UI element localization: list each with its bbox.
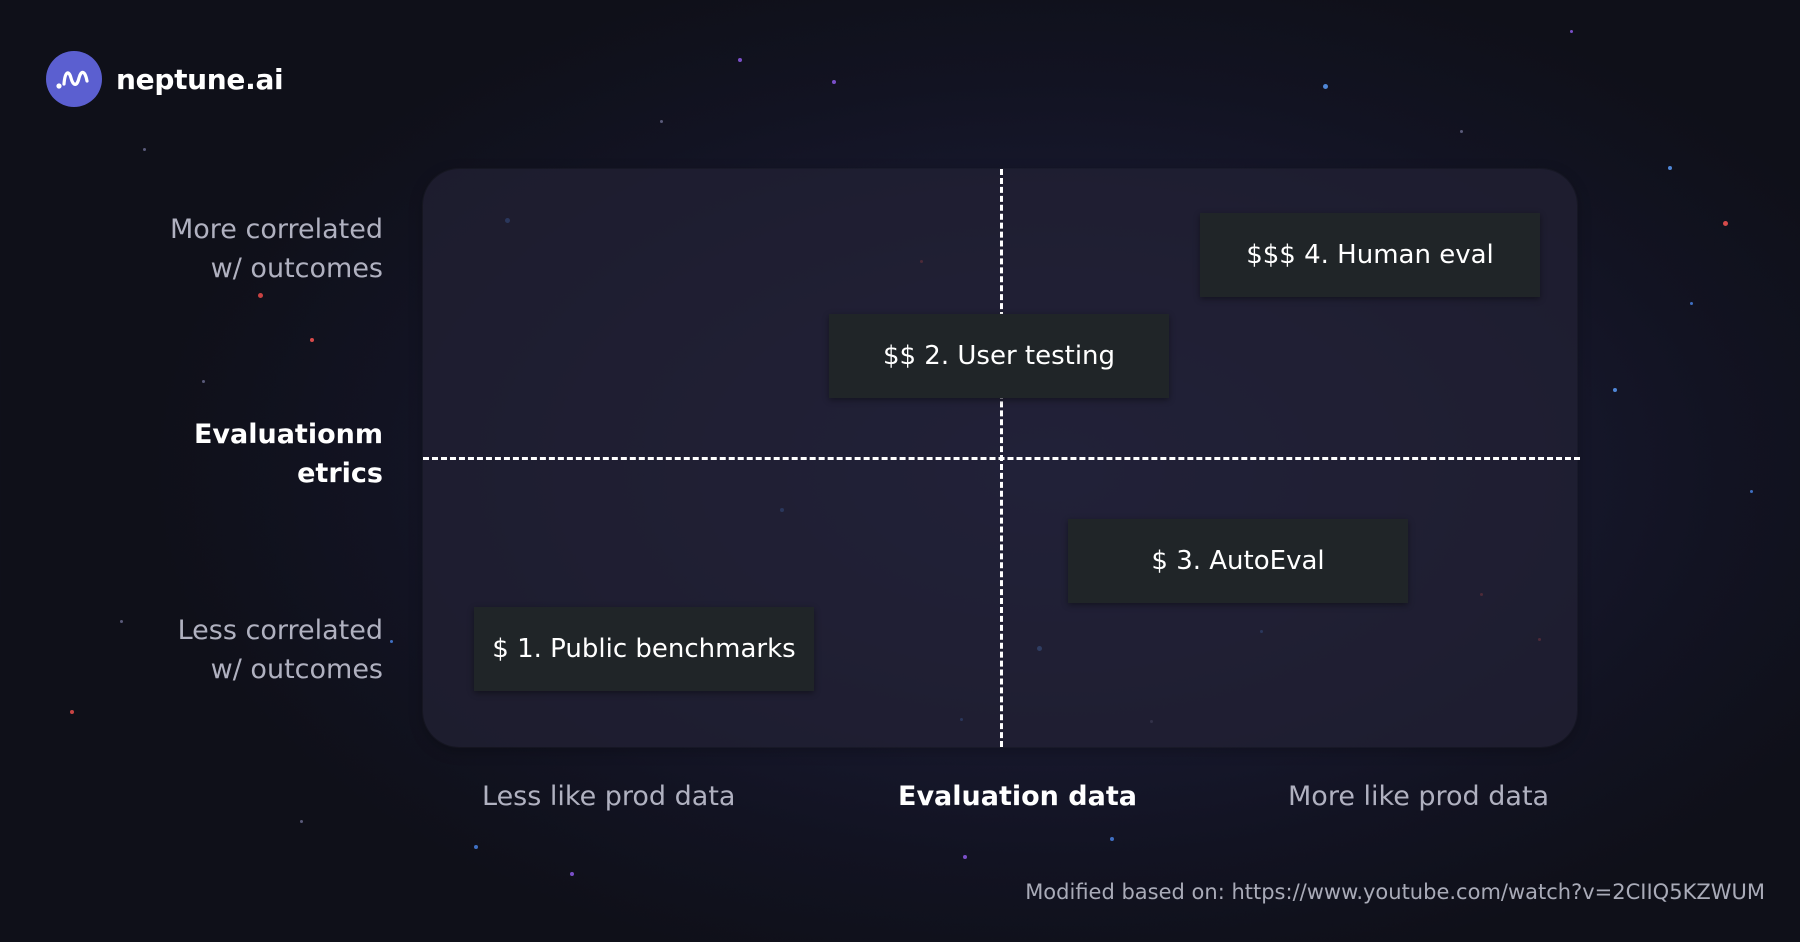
x-axis-left-label: Less like prod data: [482, 781, 736, 812]
y-axis-bottom-label: Less correlated w/ outcomes: [177, 615, 383, 685]
neptune-logo[interactable]: neptune.ai: [46, 51, 284, 107]
source-credit: Modified based on: https://www.youtube.c…: [1025, 880, 1765, 904]
horizontal-axis-divider: [423, 457, 1580, 460]
y-axis-title: Evaluationm etrics: [193, 419, 383, 489]
item-human-eval: $$$ 4. Human eval: [1200, 213, 1540, 297]
item-user-testing: $$ 2. User testing: [829, 314, 1169, 398]
x-axis-right-label: More like prod data: [1288, 781, 1550, 812]
brand-name: neptune.ai: [116, 62, 284, 96]
y-axis-top-label: More correlated w/ outcomes: [169, 214, 383, 284]
item-public-benchmarks: $ 1. Public benchmarks: [474, 607, 814, 691]
item-autoeval: $ 3. AutoEval: [1068, 519, 1408, 603]
x-axis-title: Evaluation data: [898, 781, 1137, 812]
neptune-wave-icon: [46, 51, 102, 107]
